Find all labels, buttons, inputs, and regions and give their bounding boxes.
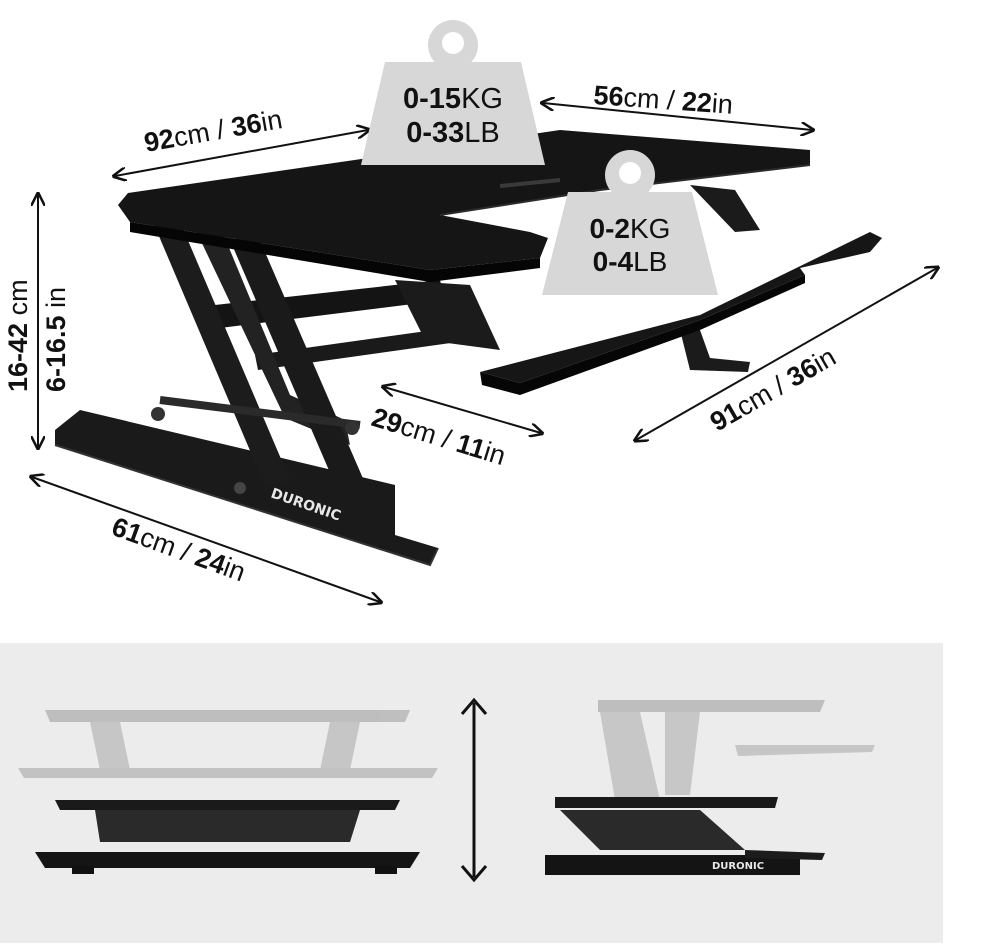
desk-weight-kg: 0-15KG xyxy=(403,83,503,115)
standing-desk-converter: DURONIC xyxy=(54,130,882,567)
keyboard-weight-kg: 0-2KG xyxy=(590,213,671,244)
right-width-label: 56cm / 22in xyxy=(593,80,734,120)
depth-label: 29cm / 11in xyxy=(368,402,509,471)
arrow-right-width xyxy=(543,103,812,130)
arrow-depth xyxy=(384,387,541,433)
side-view-lowered: DURONIC xyxy=(545,797,825,875)
desk-weight-icon: 0-15KG 0-33LB xyxy=(361,20,545,165)
base-width-label: 61cm / 24in xyxy=(108,511,249,587)
side-view-raised xyxy=(598,700,875,800)
brand-logo-small: DURONIC xyxy=(712,861,764,872)
keyboard-weight-icon: 0-2KG 0-4LB xyxy=(542,150,718,295)
front-view-lowered xyxy=(35,800,420,874)
front-view-raised xyxy=(18,710,438,778)
arrow-keyboard xyxy=(636,268,937,440)
top-width-label: 92cm / 36in xyxy=(142,104,285,158)
desk-weight-lb: 0-33LB xyxy=(406,117,500,149)
height-range-panel xyxy=(0,643,943,943)
height-in-label: 6-16.5 in xyxy=(41,287,71,392)
height-cm-label: 16-42 cm xyxy=(3,279,33,392)
arrow-base xyxy=(32,477,380,602)
height-adjust-arrow-icon xyxy=(460,697,488,883)
keyboard-weight-lb: 0-4LB xyxy=(593,246,668,277)
arrow-top-width xyxy=(115,130,368,176)
dimension-arrows xyxy=(32,103,937,602)
